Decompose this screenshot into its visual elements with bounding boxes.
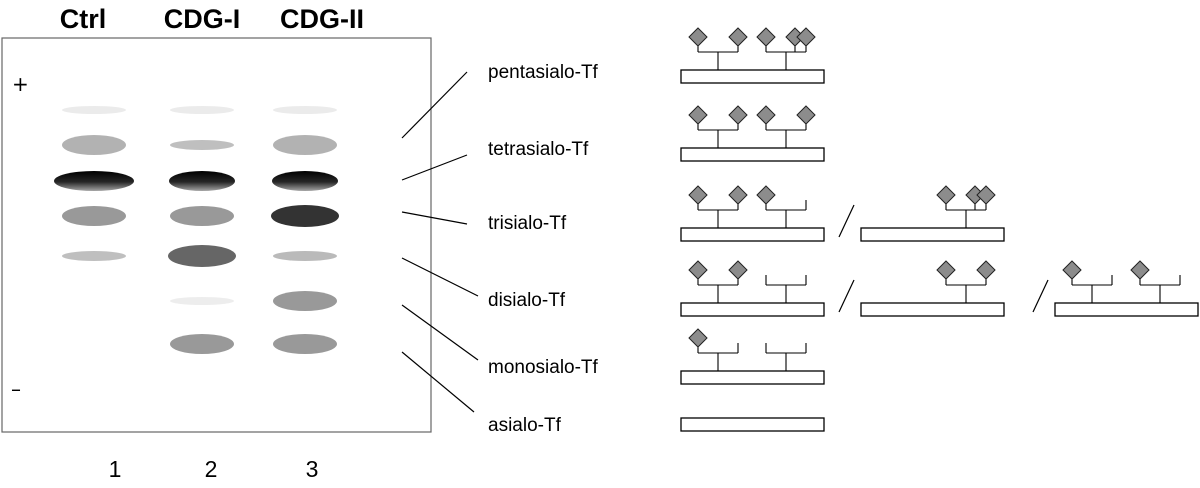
sialic-acid-diamond-icon bbox=[688, 328, 708, 348]
gel-band bbox=[272, 171, 338, 191]
transferrin-rectangle-icon bbox=[680, 147, 825, 162]
connector-line-monosialo bbox=[401, 304, 479, 361]
transferrin-rectangle-icon bbox=[860, 302, 1005, 317]
transferrin-structure bbox=[680, 105, 825, 162]
gel-band bbox=[169, 171, 235, 191]
sialic-acid-diamond-icon bbox=[728, 185, 748, 205]
connector-line-disialo bbox=[401, 257, 479, 297]
gel-band bbox=[168, 245, 236, 267]
transferrin-structure bbox=[680, 185, 825, 242]
lane-number-3: 3 bbox=[306, 456, 319, 482]
transferrin-rectangle-icon bbox=[680, 227, 825, 242]
transferrin-rectangle-icon bbox=[680, 370, 825, 385]
separator-slash bbox=[838, 204, 855, 238]
connector-line-pentasialo bbox=[401, 71, 468, 139]
sialic-acid-diamond-icon bbox=[688, 105, 708, 125]
transferrin-rectangle-icon bbox=[680, 302, 825, 317]
transferrin-rectangle-icon bbox=[860, 227, 1005, 242]
transferrin-structure bbox=[680, 27, 825, 84]
gel-band bbox=[62, 206, 126, 226]
transferrin-structure bbox=[680, 328, 825, 385]
glycoform-label-disialo: disialo-Tf bbox=[488, 290, 566, 311]
gel-band bbox=[170, 106, 234, 114]
sialic-acid-diamond-icon bbox=[688, 27, 708, 47]
gel-band bbox=[62, 106, 126, 114]
gel-band bbox=[54, 171, 134, 191]
lane-number-2: 2 bbox=[205, 456, 218, 482]
lane-header-cdg-ii: CDG-II bbox=[280, 4, 364, 34]
glycoform-label-monosialo: monosialo-Tf bbox=[488, 357, 599, 378]
sialic-acid-diamond-icon bbox=[1062, 260, 1082, 280]
gel-band bbox=[273, 291, 337, 311]
sialic-acid-diamond-icon bbox=[796, 27, 816, 47]
connector-line-trisialo bbox=[401, 211, 468, 225]
gel-frame bbox=[1, 37, 432, 433]
sialic-acid-diamond-icon bbox=[728, 27, 748, 47]
glycoform-label-pentasialo: pentasialo-Tf bbox=[488, 62, 599, 83]
transferrin-structure bbox=[860, 185, 1005, 242]
gel-band bbox=[170, 140, 234, 150]
separator-slash bbox=[838, 279, 855, 313]
sialic-acid-diamond-icon bbox=[756, 185, 776, 205]
sialic-acid-diamond-icon bbox=[796, 105, 816, 125]
sialic-acid-diamond-icon bbox=[756, 105, 776, 125]
lane-header-cdg-i: CDG-I bbox=[164, 4, 241, 34]
connector-lines bbox=[401, 71, 479, 413]
sialic-acid-diamond-icon bbox=[756, 27, 776, 47]
gel-band bbox=[170, 334, 234, 354]
transferrin-rectangle-icon bbox=[680, 69, 825, 84]
transferrin-structure bbox=[1054, 260, 1199, 317]
sialic-acid-diamond-icon bbox=[976, 185, 996, 205]
sialic-acid-diamond-icon bbox=[728, 260, 748, 280]
separator-slash bbox=[1032, 279, 1049, 313]
transferrin-rectangle-icon bbox=[680, 417, 825, 432]
gel-band bbox=[170, 206, 234, 226]
glycoform-label-tetrasialo: tetrasialo-Tf bbox=[488, 139, 589, 160]
gel-band bbox=[273, 106, 337, 114]
transferrin-structure bbox=[860, 260, 1005, 317]
glycoform-label-trisialo: trisialo-Tf bbox=[488, 213, 567, 234]
transferrin-structure bbox=[680, 260, 825, 317]
sialic-acid-diamond-icon bbox=[1130, 260, 1150, 280]
cathode-minus-sign: – bbox=[11, 377, 21, 401]
gel-band bbox=[62, 135, 126, 155]
gel-bands bbox=[54, 106, 339, 354]
lane-number-1: 1 bbox=[109, 456, 122, 482]
sialic-acid-diamond-icon bbox=[936, 260, 956, 280]
transferrin-structure bbox=[680, 417, 825, 432]
gel-band bbox=[273, 251, 337, 261]
lane-header-ctrl: Ctrl bbox=[60, 4, 107, 34]
sialic-acid-diamond-icon bbox=[688, 260, 708, 280]
anode-plus-sign: + bbox=[12, 72, 29, 96]
gel-band bbox=[62, 251, 126, 261]
glycan-structures bbox=[680, 27, 1199, 432]
gel-band bbox=[273, 334, 337, 354]
connector-line-tetrasialo bbox=[401, 154, 468, 181]
sialic-acid-diamond-icon bbox=[688, 185, 708, 205]
connector-line-asialo bbox=[401, 351, 475, 413]
gel-band bbox=[170, 297, 234, 305]
gel-band bbox=[273, 135, 337, 155]
sialic-acid-diamond-icon bbox=[936, 185, 956, 205]
sialic-acid-diamond-icon bbox=[728, 105, 748, 125]
sialic-acid-diamond-icon bbox=[976, 260, 996, 280]
gel-band bbox=[271, 205, 339, 227]
transferrin-rectangle-icon bbox=[1054, 302, 1199, 317]
glycoform-label-asialo: asialo-Tf bbox=[488, 415, 562, 436]
